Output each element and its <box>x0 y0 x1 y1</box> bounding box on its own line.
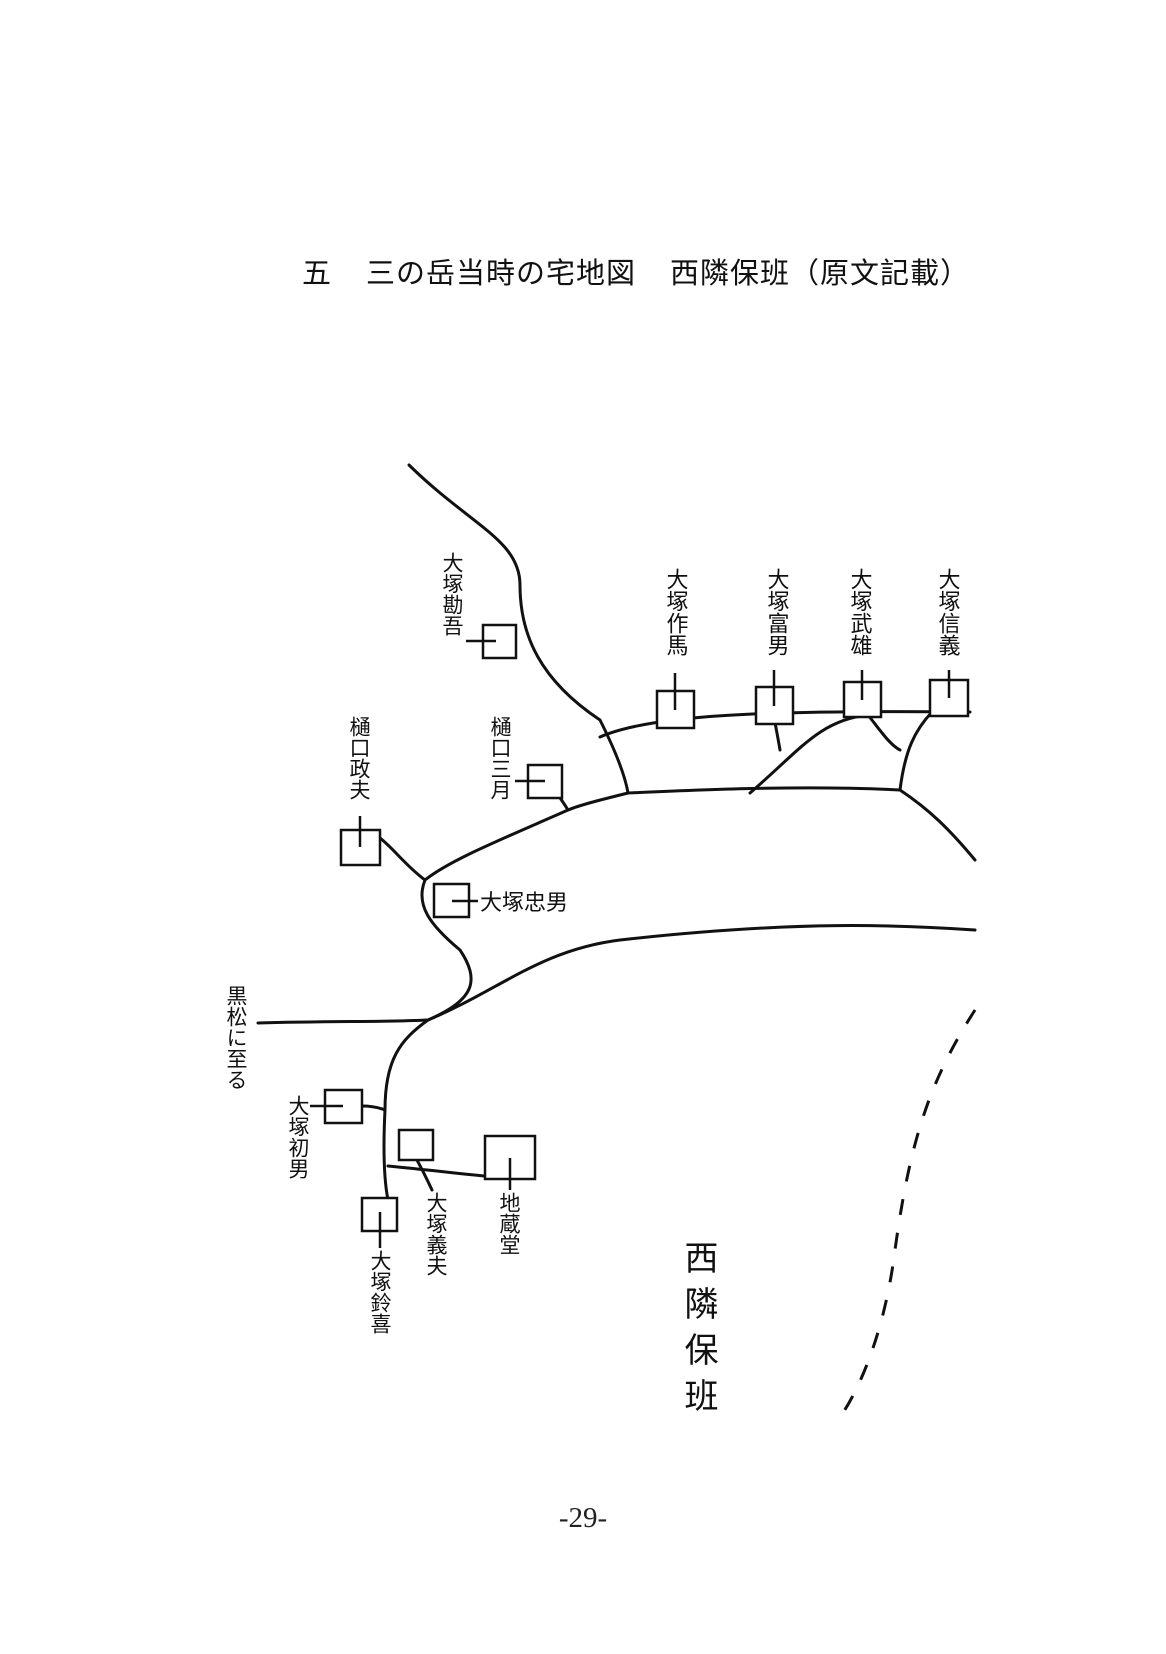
road-south-branch <box>386 1164 497 1179</box>
road-branch-3 <box>898 710 934 792</box>
title-sub: 西隣保班（原文記載） <box>670 256 971 290</box>
title-number: 五 <box>302 256 333 290</box>
label-otsuka-kango: 大塚勘吾 <box>440 552 464 636</box>
house-jizodo <box>483 1134 537 1190</box>
road-main-east <box>566 791 630 812</box>
house-otsuka-suzuki <box>360 1196 399 1248</box>
boundary-dashed <box>836 1009 977 1421</box>
house-otsuka-sakuma <box>655 673 696 730</box>
label-otsuka-sakuma: 大塚作馬 <box>663 568 689 656</box>
label-otsuka-takeo: 大塚武雄 <box>847 568 873 656</box>
label-otsuka-yoshio: 大塚義夫 <box>424 1192 448 1276</box>
label-otsuka-tadao: 大塚忠男 <box>480 891 568 916</box>
house-otsuka-takeo <box>842 670 883 719</box>
road-branch-1 <box>748 713 870 795</box>
title-main: 三の岳当時の宅地図 <box>366 256 637 290</box>
roads <box>256 463 977 1202</box>
house-otsuka-hatsuo <box>310 1088 364 1125</box>
page-number: -29- <box>558 1502 608 1534</box>
road-to-hatsuo <box>360 1104 387 1112</box>
label-higuchi-masao: 樋口政夫 <box>347 716 371 800</box>
house-otsuka-tomio <box>754 670 795 726</box>
label-otsuka-hatsuo: 大塚初男 <box>286 1095 310 1179</box>
label-jizodo: 地蔵堂 <box>497 1192 521 1255</box>
house-higuchi-sangatsu <box>515 763 564 800</box>
road-to-masao <box>378 836 427 882</box>
house-otsuka-tadao <box>432 882 478 919</box>
road-branch-2 <box>866 713 902 752</box>
label-otsuka-tomio: 大塚富男 <box>764 568 790 656</box>
page-title: 五三の岳当時の宅地図西隣保班（原文記載） <box>302 250 970 292</box>
house-labels: 大塚勘吾 大塚作馬 大塚富男 大塚武雄 大塚信義 樋口政夫 樋口三月 大塚忠男 … <box>224 552 961 1424</box>
road-main <box>420 808 570 1022</box>
house-higuchi-masao <box>339 816 382 867</box>
road-north <box>407 463 630 795</box>
house-otsuka-nobuyoshi <box>928 670 970 718</box>
label-area: 西隣保班 <box>678 1240 718 1424</box>
house-otsuka-yoshio <box>397 1128 435 1162</box>
label-otsuka-nobuyoshi: 大塚信義 <box>935 568 961 656</box>
label-kuromatsu: 黒松に至る <box>224 985 248 1090</box>
label-otsuka-suzuki: 大塚鈴喜 <box>368 1250 392 1334</box>
road-kuromatsu <box>256 1018 430 1025</box>
road-south-east <box>426 924 977 1022</box>
road-south <box>382 1018 430 1202</box>
label-higuchi-sangatsu: 樋口三月 <box>488 716 512 800</box>
houses <box>310 623 970 1248</box>
road-cross <box>626 786 977 862</box>
road-east-upper <box>598 710 972 739</box>
house-otsuka-kango <box>466 623 518 660</box>
